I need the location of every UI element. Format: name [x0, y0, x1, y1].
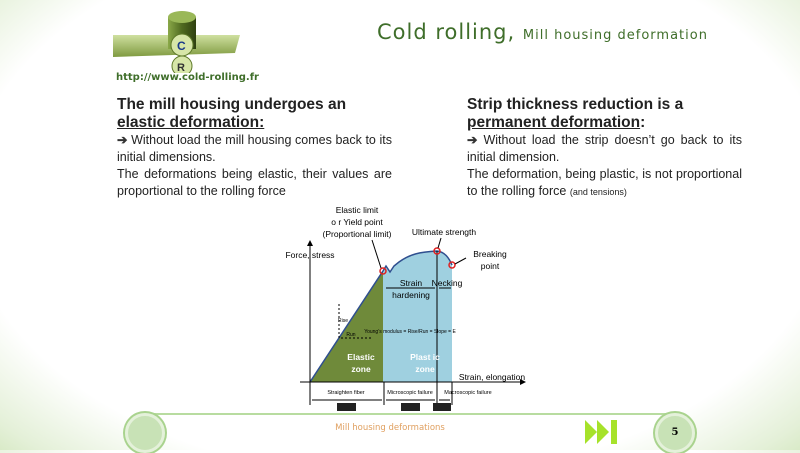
- label-macroscopic: Macroscopic failure: [444, 390, 491, 396]
- title-sub: Mill housing deformation: [522, 28, 708, 43]
- title-main: Cold rolling,: [377, 20, 516, 44]
- website-link[interactable]: http://www.cold-rolling.fr: [116, 72, 259, 83]
- footer-text: Mill housing deformations: [335, 423, 445, 433]
- breaking-marker: [448, 261, 456, 269]
- page-number: 5: [671, 427, 679, 438]
- label-proportional: (Proportional limit): [323, 229, 392, 239]
- label-elastic-zone: Elastic: [347, 352, 375, 362]
- arrow-icon: ➔: [117, 133, 128, 147]
- logo: C R: [113, 11, 240, 73]
- label-elastic-zone-2: zone: [351, 364, 371, 374]
- label-plastic-zone: Plast ic: [410, 352, 440, 362]
- label-strain: Strain: [400, 278, 422, 288]
- stress-curve: [309, 250, 453, 383]
- label-breaking-2: point: [481, 261, 500, 271]
- ultimate-marker: [433, 247, 441, 255]
- left-p2: The deformations being elastic, their va…: [117, 167, 392, 198]
- slide-title: Cold rolling, Mill housing deformation: [377, 20, 708, 44]
- right-p1: ➔ Without load the strip doesn’t go back…: [467, 133, 742, 164]
- logo-letter-r: R: [177, 62, 185, 73]
- arrow-icon: ➔: [467, 133, 478, 147]
- label-rise: Rise: [338, 318, 348, 324]
- label-microscopic: Microscopic failure: [387, 390, 433, 396]
- logo-letter-c: C: [177, 39, 186, 53]
- footer-circle: [125, 413, 165, 453]
- label-youngs: Young’s modulus = Rise/Run = Slope = E: [364, 329, 456, 335]
- y-axis-label: Force, stress: [285, 250, 334, 260]
- skip-forward-icon[interactable]: [585, 420, 621, 444]
- label-elastic-limit: Elastic limit: [336, 205, 379, 215]
- elastic-limit-marker: [379, 267, 387, 275]
- left-p1: ➔ Without load the mill housing comes ba…: [117, 133, 392, 164]
- label-breaking: Breaking: [473, 249, 507, 259]
- label-necking: Necking: [432, 278, 463, 288]
- x-axis-label: Strain, elongation: [459, 372, 525, 382]
- label-straighten: Straighten fiber: [327, 390, 364, 396]
- label-run: Run: [346, 332, 355, 338]
- label-plastic-zone-2: zone: [415, 364, 435, 374]
- right-p2: The deformation, being plastic, is not p…: [467, 167, 742, 198]
- footer-line: [140, 413, 680, 415]
- label-ultimate: Ultimate strength: [412, 227, 477, 237]
- label-yield: o r Yield point: [331, 217, 383, 227]
- label-hardening: hardening: [392, 290, 430, 300]
- plastic-zone: [383, 251, 452, 382]
